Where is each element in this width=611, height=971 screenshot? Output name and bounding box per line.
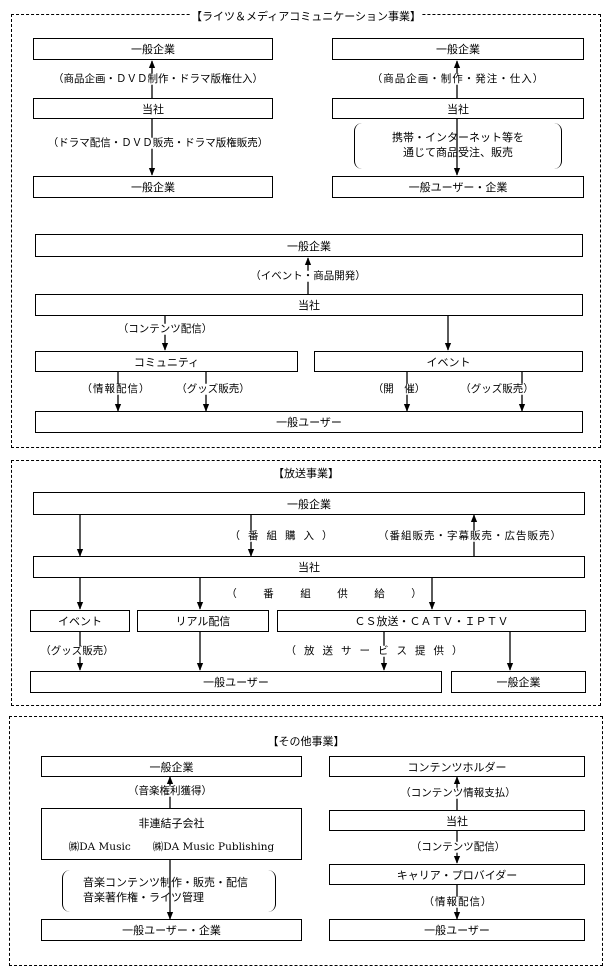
other-left-bracket-line1: 音楽コンテンツ制作・販売・配信 xyxy=(83,876,248,890)
other-right-arrow2-label: （コンテンツ配信） xyxy=(410,840,506,853)
media-right-bracket-line1: 携帯・インターネット等を xyxy=(392,131,524,145)
other-right-arrow1-label: （コンテンツ情報支払） xyxy=(400,786,516,799)
media-left-arrow2-label: （ドラマ配信・ＤＶＤ販売・ドラマ版権販売） xyxy=(47,136,269,149)
media-lower-bottom-box: 一般ユーザー xyxy=(35,411,583,433)
media-goods2-label: （グッズ販売） xyxy=(460,382,534,395)
other-left-bracket: 音楽コンテンツ制作・販売・配信 音楽著作権・ライツ管理 xyxy=(62,870,276,912)
media-right-bottom-box: 一般ユーザー・企業 xyxy=(332,176,584,198)
media-goods1-label: （グッズ販売） xyxy=(176,382,250,395)
media-right-top-box: 一般企業 xyxy=(332,38,584,60)
broadcast-corp-box: 一般企業 xyxy=(451,671,586,693)
media-lower-content-label: （コンテンツ配信） xyxy=(117,322,213,335)
media-lower-middle-box: 当社 xyxy=(35,294,583,316)
broadcast-purchase-label: （番組購入） xyxy=(229,529,341,542)
other-left-subsidiary-title: 非連結子会社 xyxy=(138,816,205,830)
media-community-box: コミュニティ xyxy=(35,351,298,372)
media-right-arrow1-label: （商品企画・制作・発注・仕入） xyxy=(371,72,545,85)
section-title-broadcast: 【放送事業】 xyxy=(273,465,339,481)
broadcast-supply-label: （ 番 組 供 給 ） xyxy=(226,587,430,600)
broadcast-user-box: 一般ユーザー xyxy=(30,671,442,693)
media-right-middle-box: 当社 xyxy=(332,98,584,119)
section-broadcast xyxy=(11,460,601,706)
media-left-arrow1-label: （商品企画・ＤＶＤ制作・ドラマ版権仕入） xyxy=(53,72,263,85)
other-right-arrow3-label: （情報配信） xyxy=(423,895,493,908)
media-left-top-box: 一般企業 xyxy=(33,38,273,60)
media-event-box: イベント xyxy=(314,351,583,372)
other-left-arrow-label: （音楽権利獲得） xyxy=(128,784,212,797)
other-left-subsidiary-box: 非連結子会社 ㈱DA Music ㈱DA Music Publishing xyxy=(41,808,302,860)
media-info-label: （情報配信） xyxy=(81,382,151,395)
media-left-middle-box: 当社 xyxy=(33,98,273,119)
subsidiary-da-music-publishing: ㈱DA Music Publishing xyxy=(152,840,275,853)
other-right-middle-box: 当社 xyxy=(329,810,585,831)
broadcast-cs-box: ＣＳ放送・ＣＡＴＶ・ＩＰＴＶ xyxy=(277,610,586,632)
section-other xyxy=(9,716,603,966)
section-title-other: 【その他事業】 xyxy=(267,733,345,749)
other-right-carrier-box: キャリア・プロバイダー xyxy=(329,864,585,885)
broadcast-sales-label: （番組販売・字幕販売・広告販売） xyxy=(378,529,562,542)
broadcast-service-label: （放送サービス提供） xyxy=(285,644,471,657)
broadcast-top-box: 一般企業 xyxy=(33,492,585,515)
media-lower-event-label: （イベント・商品開発） xyxy=(250,269,366,282)
other-left-top-box: 一般企業 xyxy=(41,756,302,777)
other-left-subsidiary-list: ㈱DA Music ㈱DA Music Publishing xyxy=(69,839,275,854)
broadcast-real-box: リアル配信 xyxy=(137,610,269,632)
broadcast-goods-label: （グッズ販売） xyxy=(40,644,114,657)
broadcast-event-box: イベント xyxy=(30,610,130,632)
other-left-bracket-line2: 音楽著作権・ライツ管理 xyxy=(83,891,204,904)
other-left-bottom-box: 一般ユーザー・企業 xyxy=(41,919,302,941)
media-right-bracket-line2: 通じて商品受注、販売 xyxy=(403,146,513,159)
media-host-label: （開 催） xyxy=(372,382,426,395)
media-left-bottom-box: 一般企業 xyxy=(33,176,273,198)
other-right-bottom-box: 一般ユーザー xyxy=(329,919,585,941)
broadcast-middle-box: 当社 xyxy=(33,556,585,578)
section-title-media: 【ライツ＆メディアコミュニケーション事業】 xyxy=(190,8,422,24)
media-lower-top-box: 一般企業 xyxy=(35,234,583,257)
subsidiary-da-music: ㈱DA Music xyxy=(68,840,131,853)
other-right-top-box: コンテンツホルダー xyxy=(329,756,585,777)
media-right-bracket: 携帯・インターネット等を 通じて商品受注、販売 xyxy=(354,123,562,169)
